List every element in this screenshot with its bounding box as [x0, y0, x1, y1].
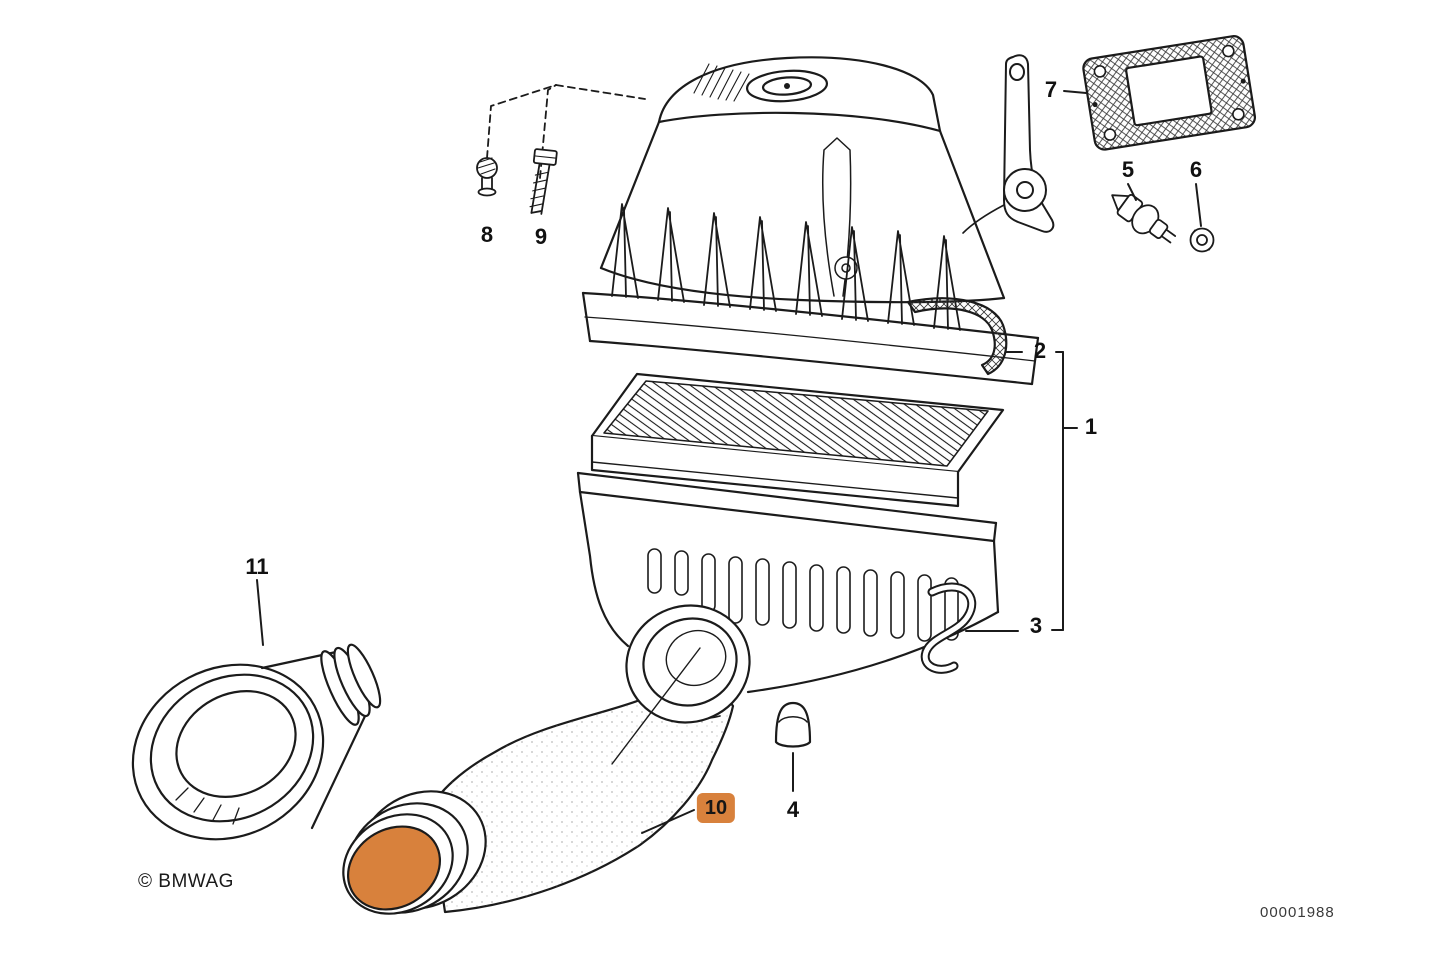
- callout-part-6[interactable]: 6: [1189, 157, 1203, 182]
- callout-part-2[interactable]: 2: [1033, 338, 1047, 363]
- leader-lines: [256, 90, 1202, 834]
- copyright-text: © BMWAG: [138, 871, 234, 892]
- nut-6-drawing: [1189, 227, 1215, 253]
- callout-part-5[interactable]: 5: [1121, 157, 1135, 182]
- lower-housing-drawing: [576, 471, 1000, 694]
- callout-part-4[interactable]: 4: [786, 797, 800, 822]
- housing-outlet-drawing: [611, 604, 751, 765]
- callout-part-8[interactable]: 8: [480, 222, 494, 247]
- duct-opening-highlight: [346, 825, 442, 911]
- holder-strap-drawing: [906, 297, 1008, 376]
- cap-4-drawing: [774, 701, 812, 748]
- mounting-arm-drawing: [962, 54, 1055, 234]
- screw-8-drawing: [476, 157, 498, 197]
- callout-part-11[interactable]: 11: [245, 554, 269, 579]
- clip-3-drawing: [920, 582, 977, 674]
- callout-part-9[interactable]: 9: [534, 224, 548, 249]
- intake-funnel-11-drawing: [131, 643, 382, 841]
- valve-5-drawing: [1111, 194, 1177, 244]
- intake-duct-10-drawing: [342, 666, 735, 915]
- callout-part-10-highlighted[interactable]: 10: [696, 793, 736, 823]
- screw-mount-dashed-lines: [486, 84, 646, 179]
- callout-part-3[interactable]: 3: [1029, 613, 1043, 638]
- cover-drawing: [581, 56, 1040, 386]
- callout-part-1[interactable]: 1: [1084, 414, 1098, 439]
- filter-element-drawing: [590, 372, 1005, 508]
- callout-part-7[interactable]: 7: [1044, 77, 1058, 102]
- screw-9-drawing: [529, 148, 558, 215]
- gasket-plate-7-drawing: [1082, 35, 1257, 151]
- diagram-number: 00001988: [1260, 904, 1335, 921]
